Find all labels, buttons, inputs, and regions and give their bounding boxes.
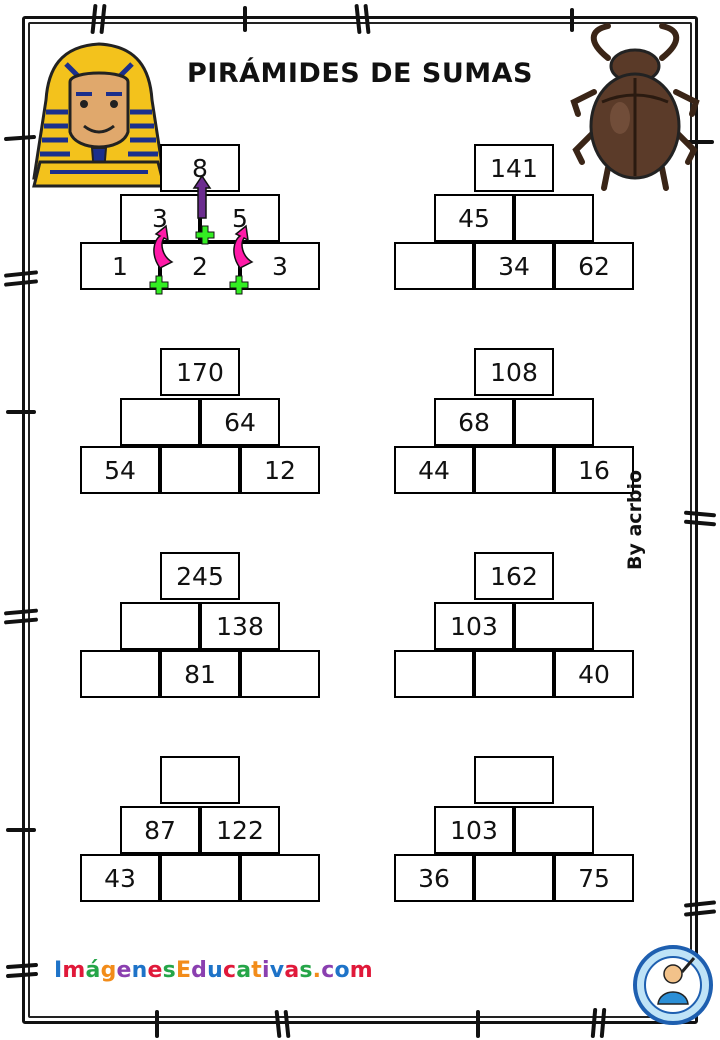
example-marks (149, 174, 254, 295)
pyramid-middle-cell[interactable] (514, 194, 594, 242)
brand-letter: a (284, 958, 300, 983)
brand-letter: t (251, 958, 263, 983)
sum-pyramid: 108 68 44 16 (394, 348, 638, 496)
pyramid-top-cell[interactable] (160, 756, 240, 804)
pyramid-bottom-cell[interactable] (160, 446, 240, 494)
brand-letter: m (62, 958, 86, 983)
pyramid-bottom-cell[interactable] (474, 446, 554, 494)
pyramid-bottom-cell[interactable]: 1 (80, 242, 160, 290)
frame-tick (6, 410, 36, 414)
sum-pyramid: 170 64 54 12 (80, 348, 324, 496)
pyramid-middle-cell[interactable] (120, 398, 200, 446)
pyramid-middle-cell[interactable] (514, 806, 594, 854)
frame-tick (243, 6, 247, 32)
pyramid-bottom-cell[interactable]: 12 (240, 446, 320, 494)
pyramid-bottom-cell[interactable] (474, 650, 554, 698)
pyramid-bottom-cell[interactable]: 81 (160, 650, 240, 698)
frame-tick (684, 140, 714, 144)
pyramid-middle-cell[interactable] (120, 602, 200, 650)
plus-icon (195, 225, 215, 245)
pyramid-bottom-cell[interactable]: 34 (474, 242, 554, 290)
brand-letter: m (349, 958, 373, 983)
pyramid-bottom-cell[interactable]: 75 (554, 854, 634, 902)
pharaoh-illustration (32, 42, 166, 188)
arrow-up-icon (192, 174, 212, 219)
brand-letter: v (269, 958, 285, 983)
sum-pyramid: 162 103 40 (394, 552, 638, 700)
sum-pyramid: 245 138 81 (80, 552, 324, 700)
pyramid-bottom-cell[interactable] (160, 854, 240, 902)
brand-letter: c (223, 958, 237, 983)
pyramid-top-cell[interactable] (474, 756, 554, 804)
pyramid-bottom-cell[interactable]: 54 (80, 446, 160, 494)
brand-letter: E (175, 958, 192, 983)
brand-letter: c (321, 958, 335, 983)
sum-pyramid: 87 122 43 (80, 756, 324, 904)
pyramid-middle-cell[interactable]: 87 (120, 806, 200, 854)
pyramid-middle-cell[interactable]: 122 (200, 806, 280, 854)
brand-letter: g (100, 958, 117, 983)
pyramid-top-cell[interactable]: 141 (474, 144, 554, 192)
pyramid-middle-cell[interactable]: 103 (434, 806, 514, 854)
pyramid-middle-cell[interactable]: 64 (200, 398, 280, 446)
pyramid-bottom-cell[interactable]: 62 (554, 242, 634, 290)
pyramid-middle-cell[interactable]: 45 (434, 194, 514, 242)
beetle-illustration (570, 23, 700, 191)
site-badge-logo (633, 945, 713, 1025)
pyramid-bottom-cell[interactable] (240, 650, 320, 698)
pyramid-bottom-cell[interactable]: 16 (554, 446, 634, 494)
brand-letter: o (334, 958, 350, 983)
pyramid-middle-cell[interactable] (514, 398, 594, 446)
brand-letter: i (262, 958, 270, 983)
curved-arrow-icon (233, 224, 254, 269)
sum-pyramid: 103 36 75 (394, 756, 638, 904)
author-byline: By acrbio (624, 469, 646, 570)
pyramid-bottom-cell[interactable]: 43 (80, 854, 160, 902)
plus-icon (149, 275, 169, 295)
frame-tick (155, 1010, 159, 1038)
pyramid-bottom-cell[interactable] (394, 242, 474, 290)
pyramid-top-cell[interactable]: 108 (474, 348, 554, 396)
frame-tick (476, 1010, 480, 1038)
brand-letter: n (131, 958, 148, 983)
brand-letter: d (191, 958, 208, 983)
brand-letter: e (147, 958, 163, 983)
sum-pyramid: 141 45 34 62 (394, 144, 638, 292)
plus-icon (229, 275, 249, 295)
brand-letter: s (162, 958, 176, 983)
pyramid-top-cell[interactable]: 245 (160, 552, 240, 600)
brand-letter: . (312, 958, 322, 983)
frame-tick (6, 828, 36, 832)
pyramid-middle-cell[interactable] (514, 602, 594, 650)
pyramid-middle-cell[interactable]: 138 (200, 602, 280, 650)
pyramid-middle-cell[interactable]: 103 (434, 602, 514, 650)
brand-letter: I (54, 958, 63, 983)
pyramid-bottom-cell[interactable]: 40 (554, 650, 634, 698)
brand-letter: a (236, 958, 252, 983)
pyramid-bottom-cell[interactable] (394, 650, 474, 698)
brand-letter: u (207, 958, 223, 983)
pyramid-bottom-cell[interactable] (80, 650, 160, 698)
pyramid-middle-cell[interactable]: 68 (434, 398, 514, 446)
sum-pyramid: 8 3 5 1 2 3 (80, 144, 324, 292)
pyramid-bottom-cell[interactable]: 3 (240, 242, 320, 290)
pyramid-bottom-cell[interactable]: 44 (394, 446, 474, 494)
frame-tick (570, 8, 574, 32)
pyramid-bottom-cell[interactable] (474, 854, 554, 902)
brand-letter: e (116, 958, 132, 983)
pyramid-top-cell[interactable]: 170 (160, 348, 240, 396)
curved-arrow-icon (153, 224, 174, 269)
pyramid-bottom-cell[interactable] (240, 854, 320, 902)
brand-letter: á (85, 958, 101, 983)
brand-letter: s (299, 958, 313, 983)
brand-footer[interactable]: ImágenesEducativas.com (54, 958, 373, 983)
pyramid-top-cell[interactable]: 162 (474, 552, 554, 600)
page-title: PIRÁMIDES DE SUMAS (187, 58, 533, 89)
pyramid-bottom-cell[interactable]: 36 (394, 854, 474, 902)
